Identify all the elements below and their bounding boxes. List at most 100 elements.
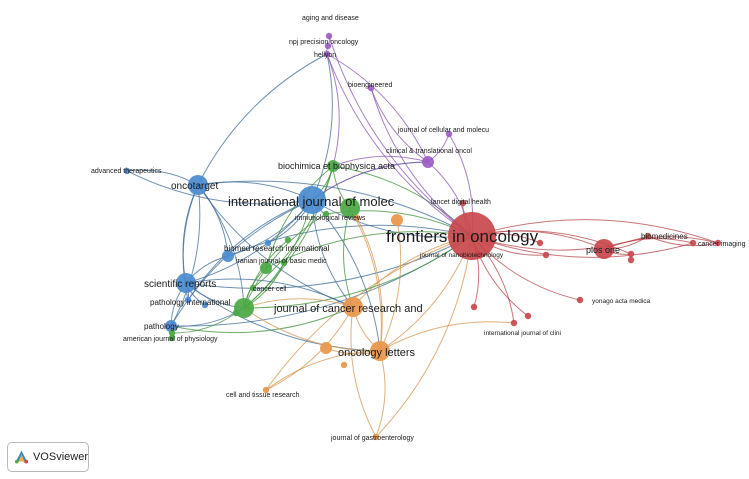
label-aging: aging and disease bbox=[302, 15, 359, 22]
node-r6[interactable] bbox=[524, 312, 532, 320]
node-biomedri[interactable] bbox=[222, 250, 234, 262]
node-o1[interactable] bbox=[320, 342, 332, 354]
edge-onclett-o3 bbox=[356, 217, 383, 352]
label-yonago: yonago acta medica bbox=[592, 298, 651, 305]
node-r1[interactable] bbox=[536, 239, 544, 247]
edge-jcancer-celltissue bbox=[265, 306, 354, 391]
edge-frontiers-cancerimaging bbox=[471, 219, 719, 244]
node-frontiers[interactable] bbox=[448, 212, 496, 260]
edge-oncotarget-green_big bbox=[197, 184, 245, 309]
node-jcancer[interactable] bbox=[343, 297, 363, 317]
label-scireports: scientific reports bbox=[144, 279, 216, 290]
node-aging[interactable] bbox=[325, 32, 333, 40]
node-immrev[interactable] bbox=[322, 210, 330, 218]
edge-green_big-onclett bbox=[243, 307, 381, 352]
node-o4[interactable] bbox=[340, 361, 348, 369]
node-jnanobio[interactable] bbox=[474, 250, 482, 258]
node-bioeng[interactable] bbox=[367, 84, 375, 92]
node-oncotarget[interactable] bbox=[188, 175, 208, 195]
node-lancetdh[interactable] bbox=[459, 199, 467, 207]
edge-green_mid-onclett bbox=[349, 207, 382, 352]
node-cancerimaging[interactable] bbox=[714, 239, 722, 247]
node-b1[interactable] bbox=[264, 239, 272, 247]
label-celltissue: cell and tissue research bbox=[226, 392, 300, 399]
edge-g1-g2 bbox=[171, 312, 237, 334]
node-heliyon[interactable] bbox=[323, 50, 331, 58]
node-b2[interactable] bbox=[201, 301, 209, 309]
label-bba: biochimica et biophysica acta bbox=[278, 161, 395, 171]
node-pathology[interactable] bbox=[165, 320, 177, 332]
node-clintrans[interactable] bbox=[422, 156, 434, 168]
edge-frontiers-iranian bbox=[265, 231, 473, 269]
vosviewer-logo-text: VOSviewer bbox=[32, 451, 88, 463]
node-cancercell[interactable] bbox=[249, 284, 257, 292]
label-frontiers: frontiers in oncology bbox=[386, 227, 539, 246]
label-jcellmol: journal of cellular and molecu bbox=[397, 127, 489, 134]
label-ijclini: international journal of clini bbox=[484, 330, 561, 337]
node-g4[interactable] bbox=[280, 259, 288, 267]
node-advther[interactable] bbox=[123, 167, 131, 175]
node-o2[interactable] bbox=[391, 214, 403, 226]
label-clintrans: clinical & translational oncol bbox=[386, 148, 472, 155]
label-pathint: pathology international bbox=[150, 298, 231, 307]
node-onclett[interactable] bbox=[370, 341, 390, 361]
node-g3[interactable] bbox=[284, 236, 292, 244]
label-iranian: iranian journal of basic medic bbox=[236, 258, 327, 265]
label-bioeng: bioengineered bbox=[348, 82, 392, 89]
label-immrev: immunological reviews bbox=[295, 215, 366, 222]
edge-bba-heliyon bbox=[326, 53, 340, 167]
node-scireports[interactable] bbox=[176, 273, 196, 293]
label-pathology: pathology bbox=[144, 322, 179, 331]
node-ijclini[interactable] bbox=[510, 319, 518, 327]
edge-bba-cancercell bbox=[252, 165, 334, 289]
node-o3[interactable] bbox=[353, 214, 361, 222]
label-plosone: plos one bbox=[586, 245, 620, 255]
node-r2[interactable] bbox=[542, 251, 550, 259]
node-iranian[interactable] bbox=[260, 262, 272, 274]
edge-onclett-o2 bbox=[379, 219, 402, 352]
node-g2[interactable] bbox=[168, 329, 176, 337]
node-npj[interactable] bbox=[324, 42, 332, 50]
edge-heliyon-clintrans bbox=[326, 53, 429, 163]
edge-oncotarget-heliyon bbox=[197, 53, 328, 186]
node-ijmolec[interactable] bbox=[298, 186, 326, 214]
edge-frontiers-celltissue bbox=[265, 235, 473, 391]
vosviewer-logo-box[interactable]: VOSviewer bbox=[7, 442, 89, 472]
edge-oncotarget-scireports bbox=[182, 184, 199, 284]
node-jgastro[interactable] bbox=[372, 433, 380, 441]
node-r7[interactable] bbox=[627, 256, 635, 264]
node-r4[interactable] bbox=[689, 239, 697, 247]
label-onclett: oncology letters bbox=[338, 347, 416, 359]
edge-onclett-ijclini bbox=[379, 321, 515, 352]
edge-oncotarget-pathology bbox=[170, 184, 201, 327]
label-jcancer: journal of cancer research and bbox=[273, 303, 423, 315]
node-g1[interactable] bbox=[232, 309, 240, 317]
node-jcellmol[interactable] bbox=[445, 130, 453, 138]
label-jgastro: journal of gastroenterology bbox=[330, 435, 414, 442]
node-r5[interactable] bbox=[470, 303, 478, 311]
edge-biomedicines-cancerimaging bbox=[647, 235, 719, 247]
node-bba[interactable] bbox=[327, 160, 339, 172]
node-celltissue[interactable] bbox=[262, 386, 270, 394]
edge-ijmolec-advther bbox=[126, 170, 313, 205]
edge-green_mid-jcancer bbox=[343, 207, 354, 308]
node-layer bbox=[123, 32, 722, 441]
edge-bba-clintrans bbox=[332, 155, 429, 167]
vosviewer-logo-icon bbox=[14, 450, 29, 464]
node-plosone[interactable] bbox=[594, 239, 614, 259]
edge-jcancer-jgastro bbox=[350, 306, 377, 438]
edge-onclett-jgastro bbox=[375, 350, 386, 438]
label-biomedicines: biomedicines bbox=[641, 232, 688, 241]
label-ijmolec: international journal of molec bbox=[228, 194, 395, 209]
node-ajphys[interactable] bbox=[168, 334, 176, 342]
edge-immrev-green_big bbox=[243, 213, 327, 309]
node-green_mid[interactable] bbox=[340, 198, 360, 218]
label-layer: frontiers in oncology plos one biomedicine… bbox=[91, 15, 746, 442]
label-advther: advanced therapeutics bbox=[91, 168, 162, 175]
label-lancetdh: lancet digital health bbox=[431, 199, 491, 206]
node-r3[interactable] bbox=[627, 250, 635, 258]
node-biomedicines[interactable] bbox=[644, 232, 652, 240]
node-yonago[interactable] bbox=[576, 296, 584, 304]
node-pathint[interactable] bbox=[184, 296, 192, 304]
